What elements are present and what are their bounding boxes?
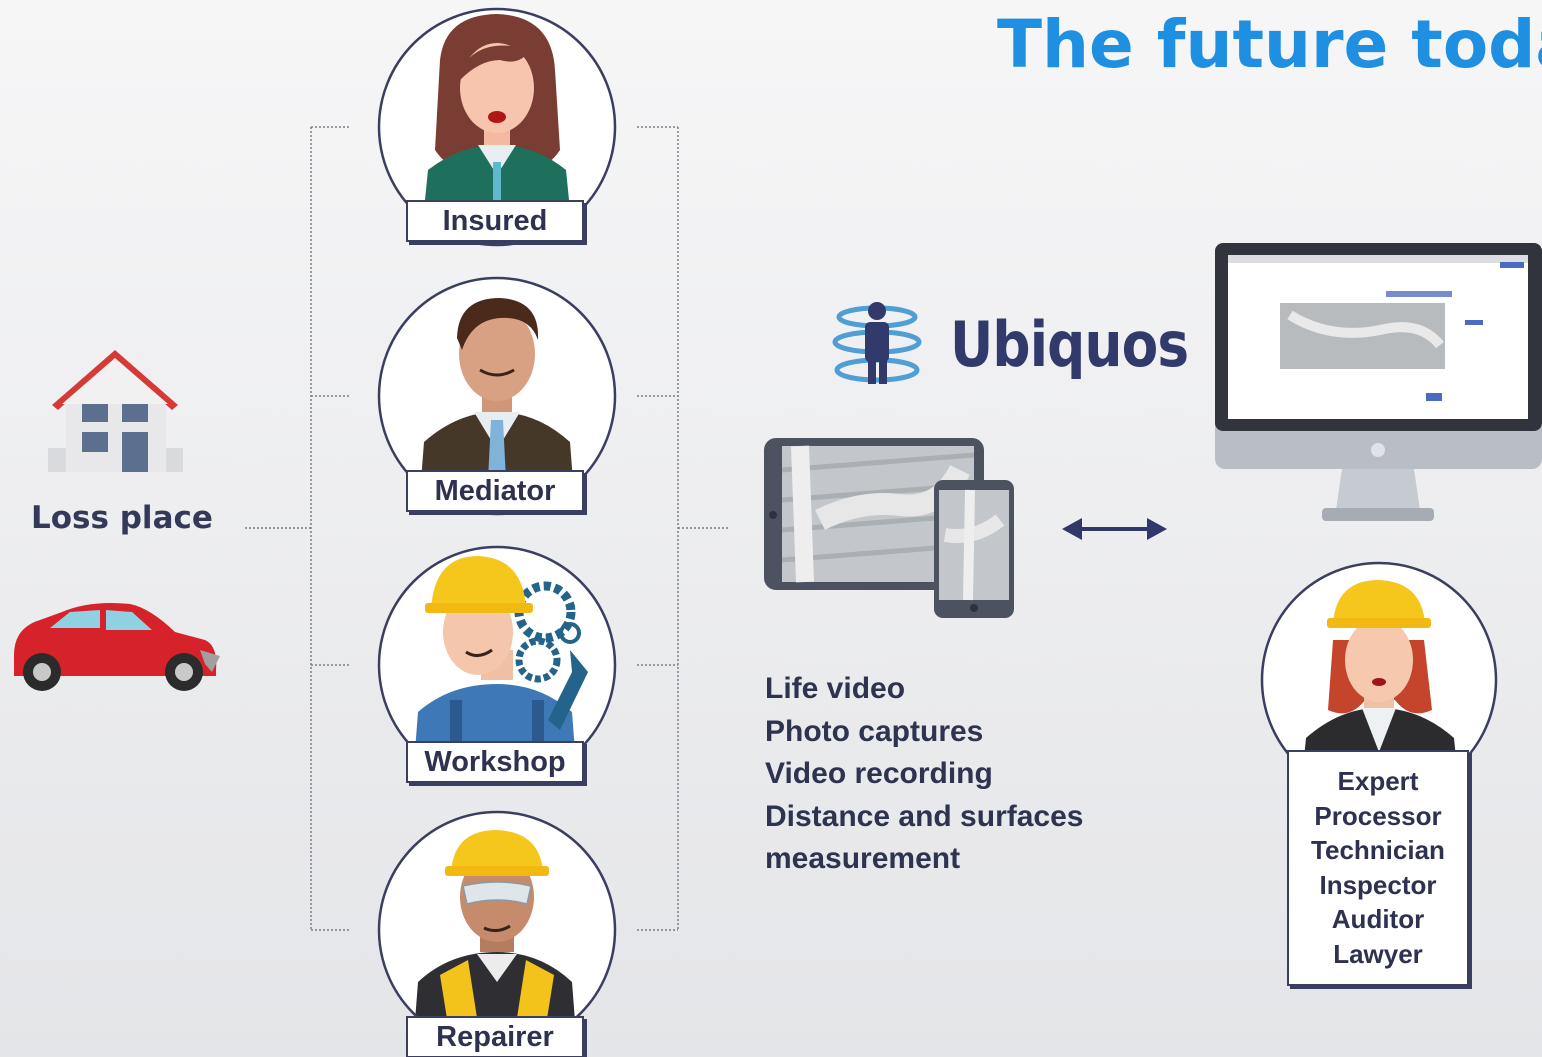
feature-item: measurement <box>765 842 961 875</box>
double-arrow-icon <box>1062 518 1167 540</box>
house-icon <box>48 350 183 472</box>
feature-list: Life video Photo captures Video recordin… <box>765 668 1083 881</box>
connector-lines <box>245 126 730 931</box>
feature-item: Photo captures <box>765 714 984 748</box>
brand-name: Ubiquos <box>950 308 1189 381</box>
loss-place-label: Loss place <box>31 500 213 536</box>
expert-role-item: Auditor <box>1331 904 1425 935</box>
feature-item: Distance and surfaces <box>765 799 1084 833</box>
expert-role-item: Lawyer <box>1333 938 1423 969</box>
role-label-insured: Insured <box>406 200 584 242</box>
damaged-car-icon <box>14 603 220 691</box>
role-label-workshop: Workshop <box>406 741 584 783</box>
tablet-phone-icon <box>764 438 1014 618</box>
role-label-repairer: Repairer <box>406 1016 584 1057</box>
desktop-monitor-icon <box>1215 243 1542 521</box>
expert-roles-box: Expert Processor Technician Inspector Au… <box>1287 750 1469 986</box>
expert-role-item: Inspector <box>1319 869 1437 900</box>
expert-role-item: Expert <box>1337 766 1419 796</box>
feature-item: Video recording <box>765 757 993 790</box>
feature-item: Life video <box>765 672 906 705</box>
page-title: The future toda <box>997 6 1542 83</box>
expert-role-item: Processor <box>1314 800 1442 831</box>
person-rings-icon <box>832 302 922 384</box>
expert-role-item: Technician <box>1311 835 1445 866</box>
role-label-mediator: Mediator <box>406 470 584 512</box>
worker-vest-avatar-icon <box>377 810 617 1050</box>
